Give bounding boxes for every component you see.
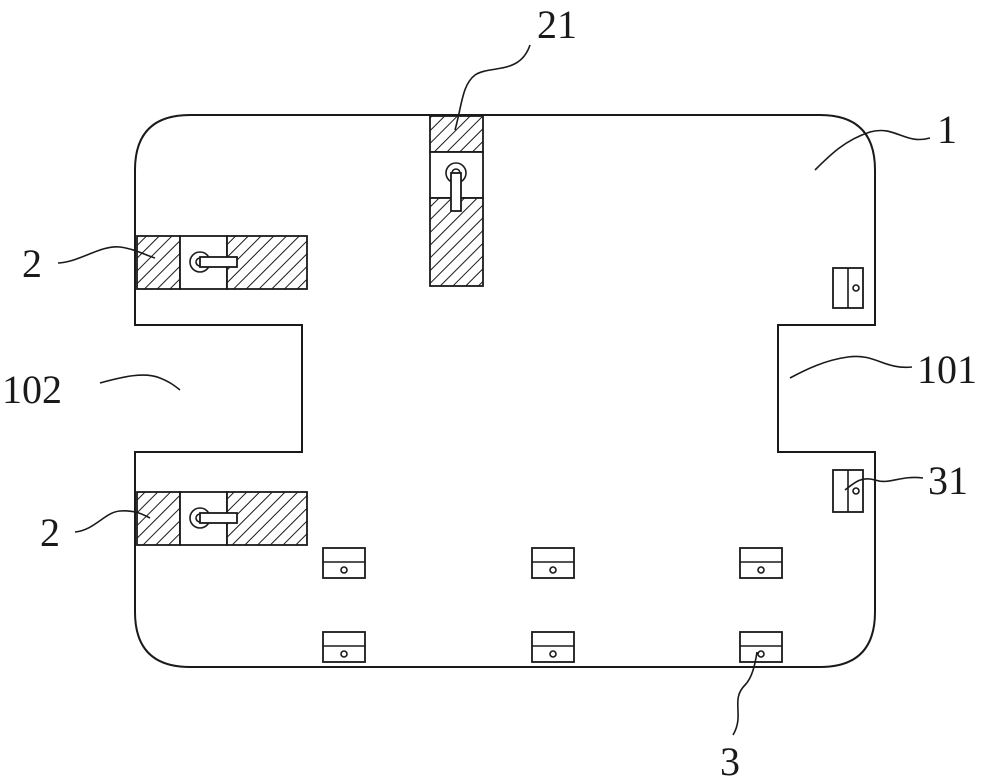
clamp-lower-left xyxy=(137,492,307,545)
bottom-tab xyxy=(323,548,365,578)
leader-101 xyxy=(790,356,912,378)
label-101: 101 xyxy=(917,347,977,392)
side-tab-upper xyxy=(833,268,863,308)
bottom-tab xyxy=(532,548,574,578)
leader-3 xyxy=(733,652,757,735)
label-1: 1 xyxy=(937,107,957,152)
bottom-tab xyxy=(740,632,782,662)
label-2-lower: 2 xyxy=(40,510,60,555)
bottom-tab xyxy=(532,632,574,662)
side-tab-lower xyxy=(833,470,863,512)
plate-outline xyxy=(135,115,875,667)
label-31: 31 xyxy=(928,458,968,503)
label-3: 3 xyxy=(720,739,740,784)
leader-102 xyxy=(100,375,180,390)
clamp-upper-left xyxy=(137,236,307,289)
clamp-top xyxy=(430,116,483,286)
label-102: 102 xyxy=(2,367,62,412)
bottom-tabs xyxy=(323,548,782,662)
label-2-upper: 2 xyxy=(22,241,42,286)
bottom-tab xyxy=(323,632,365,662)
label-21: 21 xyxy=(537,2,577,47)
leader-lines xyxy=(58,45,930,735)
bottom-tab xyxy=(740,548,782,578)
